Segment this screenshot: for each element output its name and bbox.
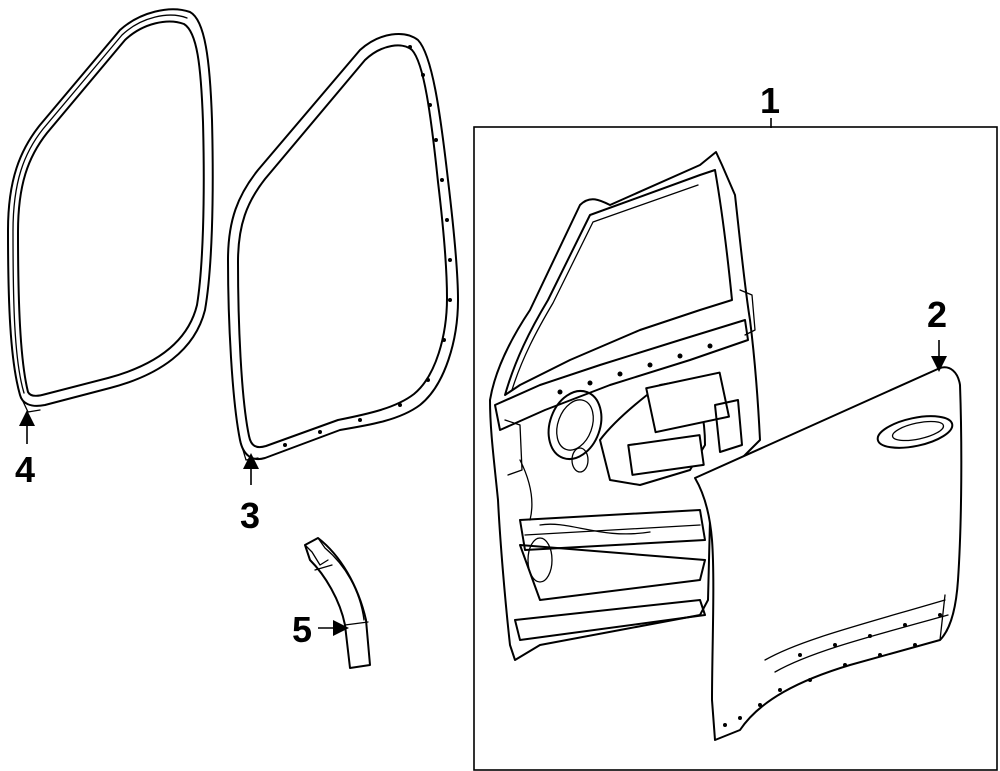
callout-1: 1 xyxy=(760,80,780,121)
weatherstrip-outer-part-4 xyxy=(7,8,214,413)
callout-4: 4 xyxy=(15,449,35,490)
part-1-group-box xyxy=(473,126,998,771)
callout-5: 5 xyxy=(292,609,312,650)
weatherstrip-inner-part-3 xyxy=(227,33,459,461)
door-skin-part-2 xyxy=(694,366,963,741)
callout-2: 2 xyxy=(927,294,947,335)
leader-lines xyxy=(19,118,947,636)
pillar-seal-part-5 xyxy=(304,537,371,669)
door-shell-part-1 xyxy=(489,151,761,661)
callout-3: 3 xyxy=(240,495,260,536)
